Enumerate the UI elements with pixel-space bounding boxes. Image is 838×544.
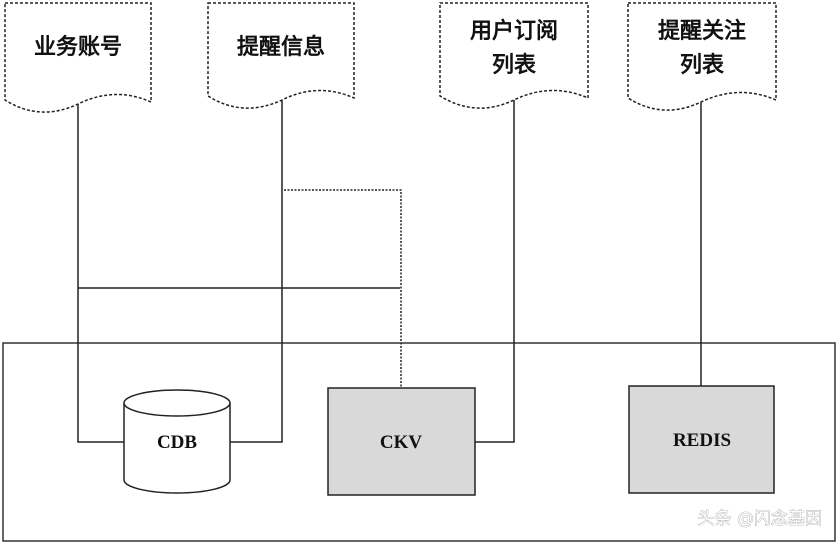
watermark-text: 头条 @闪念基因 bbox=[698, 508, 822, 529]
document-label-reminder-follow-list-line1: 提醒关注 bbox=[658, 18, 746, 44]
connectors bbox=[77, 100, 702, 443]
redis-store: REDIS bbox=[628, 385, 775, 494]
ckv-box bbox=[327, 387, 476, 496]
document-shape-business-account bbox=[4, 2, 152, 113]
cdb-cylinder-top bbox=[123, 389, 231, 417]
document-label-user-subscription-list-line1: 用户订阅 bbox=[470, 18, 558, 44]
redis-label: REDIS bbox=[673, 430, 731, 451]
document-shape-reminder-info bbox=[207, 2, 355, 109]
storage-region bbox=[2, 342, 836, 542]
connector-business-account-to-cdb bbox=[77, 104, 124, 443]
cdb-cylinder-body bbox=[123, 403, 231, 494]
cdb-database: CDB bbox=[123, 389, 231, 494]
redis-box bbox=[628, 385, 775, 494]
document-label-business-account: 业务账号 bbox=[34, 35, 122, 60]
ckv-store: CKV bbox=[327, 387, 476, 496]
document-shape-reminder-follow-list bbox=[627, 2, 777, 111]
document-label-reminder-info: 提醒信息 bbox=[237, 34, 325, 60]
ckv-label: CKV bbox=[380, 432, 423, 453]
cdb-label: CDB bbox=[157, 432, 197, 453]
connector-reminder-info-to-cdb bbox=[230, 100, 283, 443]
connector-reminder-info-to-ckv bbox=[284, 189, 402, 388]
connector-subscription-list-to-ckv bbox=[475, 100, 515, 443]
document-shape-user-subscription-list bbox=[439, 2, 589, 109]
document-label-user-subscription-list-line2: 列表 bbox=[492, 53, 537, 78]
document-label-reminder-follow-list-line2: 列表 bbox=[680, 53, 725, 78]
